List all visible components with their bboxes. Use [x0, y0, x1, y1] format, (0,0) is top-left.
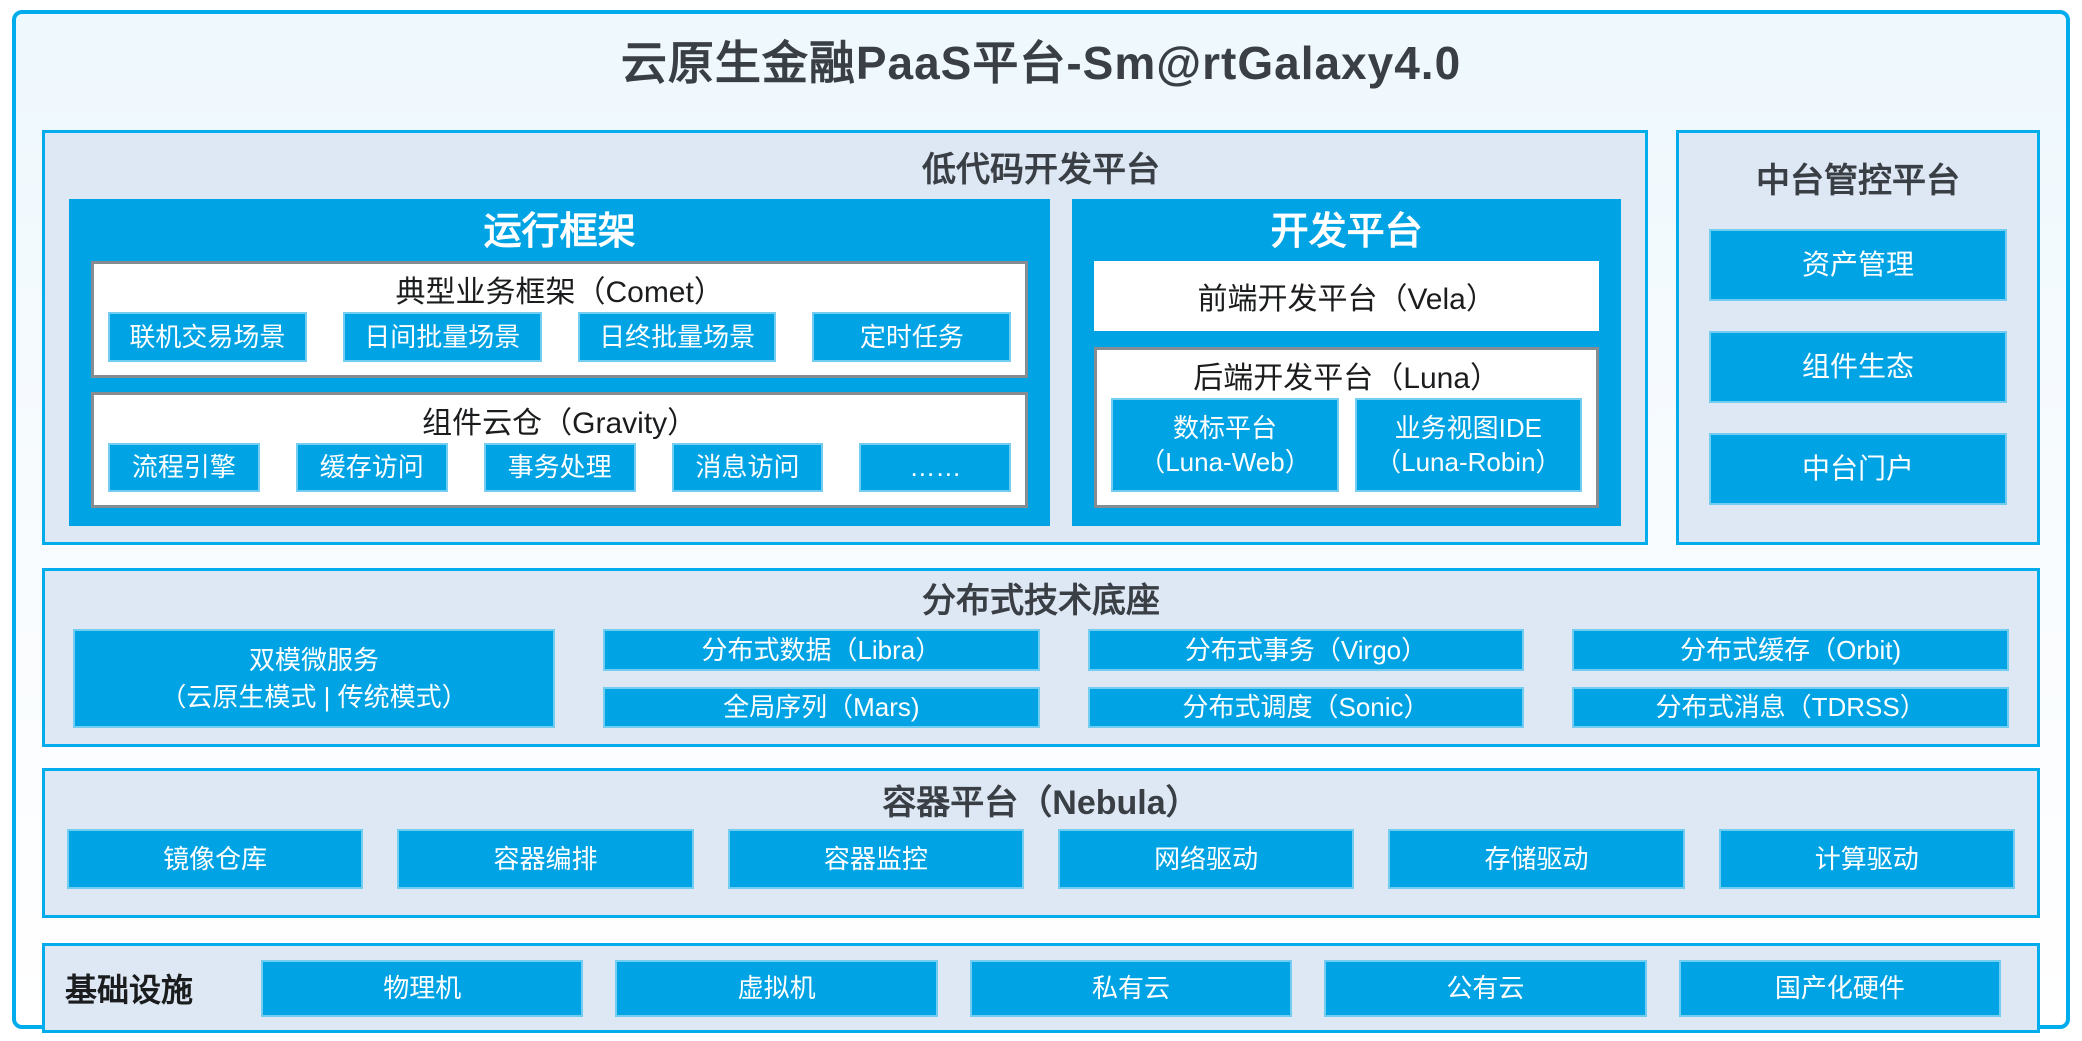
comet-box: 典型业务框架（Comet） 联机交易场景日间批量场景日终批量场景定时任务 — [91, 261, 1029, 378]
distributed-columns: 分布式数据（Libra） 全局序列（Mars) 分布式事务（Virgo） 分布式… — [603, 629, 2009, 728]
low-code-section: 运行框架 典型业务框架（Comet） 联机交易场景日间批量场景日终批量场景定时任… — [42, 130, 1648, 545]
infrastructure-section: 基础设施 物理机虚拟机私有云公有云国产化硬件 — [42, 943, 2040, 1033]
dev-platform-title: 开发平台 — [1270, 211, 1423, 253]
container-platform-item: 容器监控 — [727, 829, 1024, 889]
dual-mode-microservice-box: 双模微服务 （云原生模式 | 传统模式） — [73, 629, 556, 728]
infrastructure-items: 物理机虚拟机私有云公有云国产化硬件 — [261, 959, 2002, 1017]
container-platform-item: 镜像仓库 — [67, 829, 364, 889]
distributed-item-top: 分布式缓存（Orbit) — [1572, 629, 2009, 671]
comet-box-title: 典型业务框架（Comet） — [395, 276, 724, 309]
mid-platform-item: 组件生态 — [1709, 331, 2007, 403]
mid-platform-item: 中台门户 — [1709, 433, 2007, 505]
page-title: 云原生金融PaaS平台-Sm@rtGalaxy4.0 — [620, 37, 1462, 89]
gravity-item: 缓存访问 — [295, 442, 448, 492]
distributed-base-title: 分布式技术底座 — [922, 582, 1160, 620]
distributed-base-section: 分布式技术底座 双模微服务 （云原生模式 | 传统模式） 分布式数据（Libra… — [42, 568, 2040, 747]
distributed-item-bottom: 分布式调度（Sonic） — [1087, 686, 1525, 728]
gravity-item: 事务处理 — [483, 442, 636, 492]
distributed-column: 分布式数据（Libra） 全局序列（Mars) — [603, 629, 1040, 728]
infrastructure-item: 国产化硬件 — [1678, 959, 2002, 1017]
luna-item-name: 数标平台 — [1172, 413, 1277, 443]
vela-box: 前端开发平台（Vela） — [1094, 261, 1599, 331]
container-platform-item: 容器编排 — [397, 829, 694, 889]
gravity-items: 流程引擎缓存访问事务处理消息访问 …… — [108, 442, 1012, 492]
container-platform-item: 计算驱动 — [1718, 829, 2015, 889]
comet-item: 日终批量场景 — [577, 312, 777, 362]
luna-item-codename: （Luna-Web） — [1139, 447, 1311, 477]
dual-mode-line2: （云原生模式 | 传统模式） — [160, 681, 468, 712]
mid-platform-section: 中台管控平台 资产管理组件生态中台门户 — [1676, 130, 2040, 545]
runtime-framework-panel: 运行框架 典型业务框架（Comet） 联机交易场景日间批量场景日终批量场景定时任… — [69, 199, 1051, 526]
low-code-panels: 运行框架 典型业务框架（Comet） 联机交易场景日间批量场景日终批量场景定时任… — [45, 199, 1645, 542]
distributed-item-top: 分布式数据（Libra） — [603, 629, 1040, 671]
container-platform-item: 网络驱动 — [1057, 829, 1355, 889]
container-platform-items: 镜像仓库容器编排容器监控网络驱动存储驱动计算驱动 — [67, 829, 2015, 889]
distributed-item-bottom: 全局序列（Mars) — [603, 686, 1040, 728]
diagram-frame: 云原生金融PaaS平台-Sm@rtGalaxy4.0 低代码开发平台 运行框架 … — [12, 10, 2070, 1033]
luna-item-codename: （Luna-Robin） — [1375, 447, 1562, 477]
comet-item: 定时任务 — [812, 312, 1012, 362]
comet-items: 联机交易场景日间批量场景日终批量场景定时任务 — [108, 312, 1012, 362]
comet-item: 联机交易场景 — [108, 312, 307, 362]
infrastructure-item: 物理机 — [261, 959, 584, 1017]
mid-platform-title: 中台管控平台 — [1756, 162, 1960, 200]
distributed-item-bottom: 分布式消息（TDRSS） — [1572, 686, 2009, 728]
container-platform-title: 容器平台（Nebula） — [882, 784, 1200, 822]
runtime-framework-title: 运行框架 — [483, 211, 636, 253]
infrastructure-item: 公有云 — [1324, 959, 1647, 1017]
luna-box-title: 后端开发平台（Luna） — [1193, 362, 1501, 395]
infrastructure-item: 私有云 — [969, 959, 1293, 1017]
distributed-column: 分布式事务（Virgo） 分布式调度（Sonic） — [1087, 629, 1525, 728]
comet-item: 日间批量场景 — [342, 312, 542, 362]
distributed-item-top: 分布式事务（Virgo） — [1087, 629, 1525, 671]
distributed-column: 分布式缓存（Orbit) 分布式消息（TDRSS） — [1572, 629, 2009, 728]
gravity-item: …… — [859, 442, 1012, 492]
luna-box: 后端开发平台（Luna） 数标平台 （Luna-Web） 业务视图IDE （Lu… — [1094, 347, 1599, 508]
container-platform-section: 容器平台（Nebula） 镜像仓库容器编排容器监控网络驱动存储驱动计算驱动 — [42, 768, 2040, 918]
dev-platform-panel: 开发平台 前端开发平台（Vela） 后端开发平台（Luna） 数标平台 （Lun… — [1072, 199, 1621, 526]
infrastructure-label: 基础设施 — [65, 972, 194, 1008]
mid-platform-items: 资产管理组件生态中台门户 — [1709, 229, 2007, 505]
luna-items: 数标平台 （Luna-Web） 业务视图IDE （Luna-Robin） — [1111, 398, 1583, 492]
luna-item-name: 业务视图IDE — [1394, 413, 1542, 443]
gravity-box: 组件云仓（Gravity） 流程引擎缓存访问事务处理消息访问 …… — [91, 391, 1029, 508]
luna-item: 业务视图IDE （Luna-Robin） — [1354, 398, 1583, 492]
gravity-box-title: 组件云仓（Gravity） — [422, 406, 698, 440]
platform-row: 低代码开发平台 运行框架 典型业务框架（Comet） 联机交易场景日间批量场景日… — [42, 130, 2040, 545]
dual-mode-line1: 双模微服务 — [249, 644, 380, 675]
gravity-item: 消息访问 — [671, 442, 824, 492]
luna-item: 数标平台 （Luna-Web） — [1111, 398, 1339, 492]
gravity-item: 流程引擎 — [108, 442, 260, 492]
infrastructure-item: 虚拟机 — [615, 959, 938, 1017]
mid-platform-item: 资产管理 — [1709, 229, 2007, 301]
distributed-content: 双模微服务 （云原生模式 | 传统模式） 分布式数据（Libra） 全局序列（M… — [73, 629, 2009, 728]
container-platform-item: 存储驱动 — [1388, 829, 1685, 889]
